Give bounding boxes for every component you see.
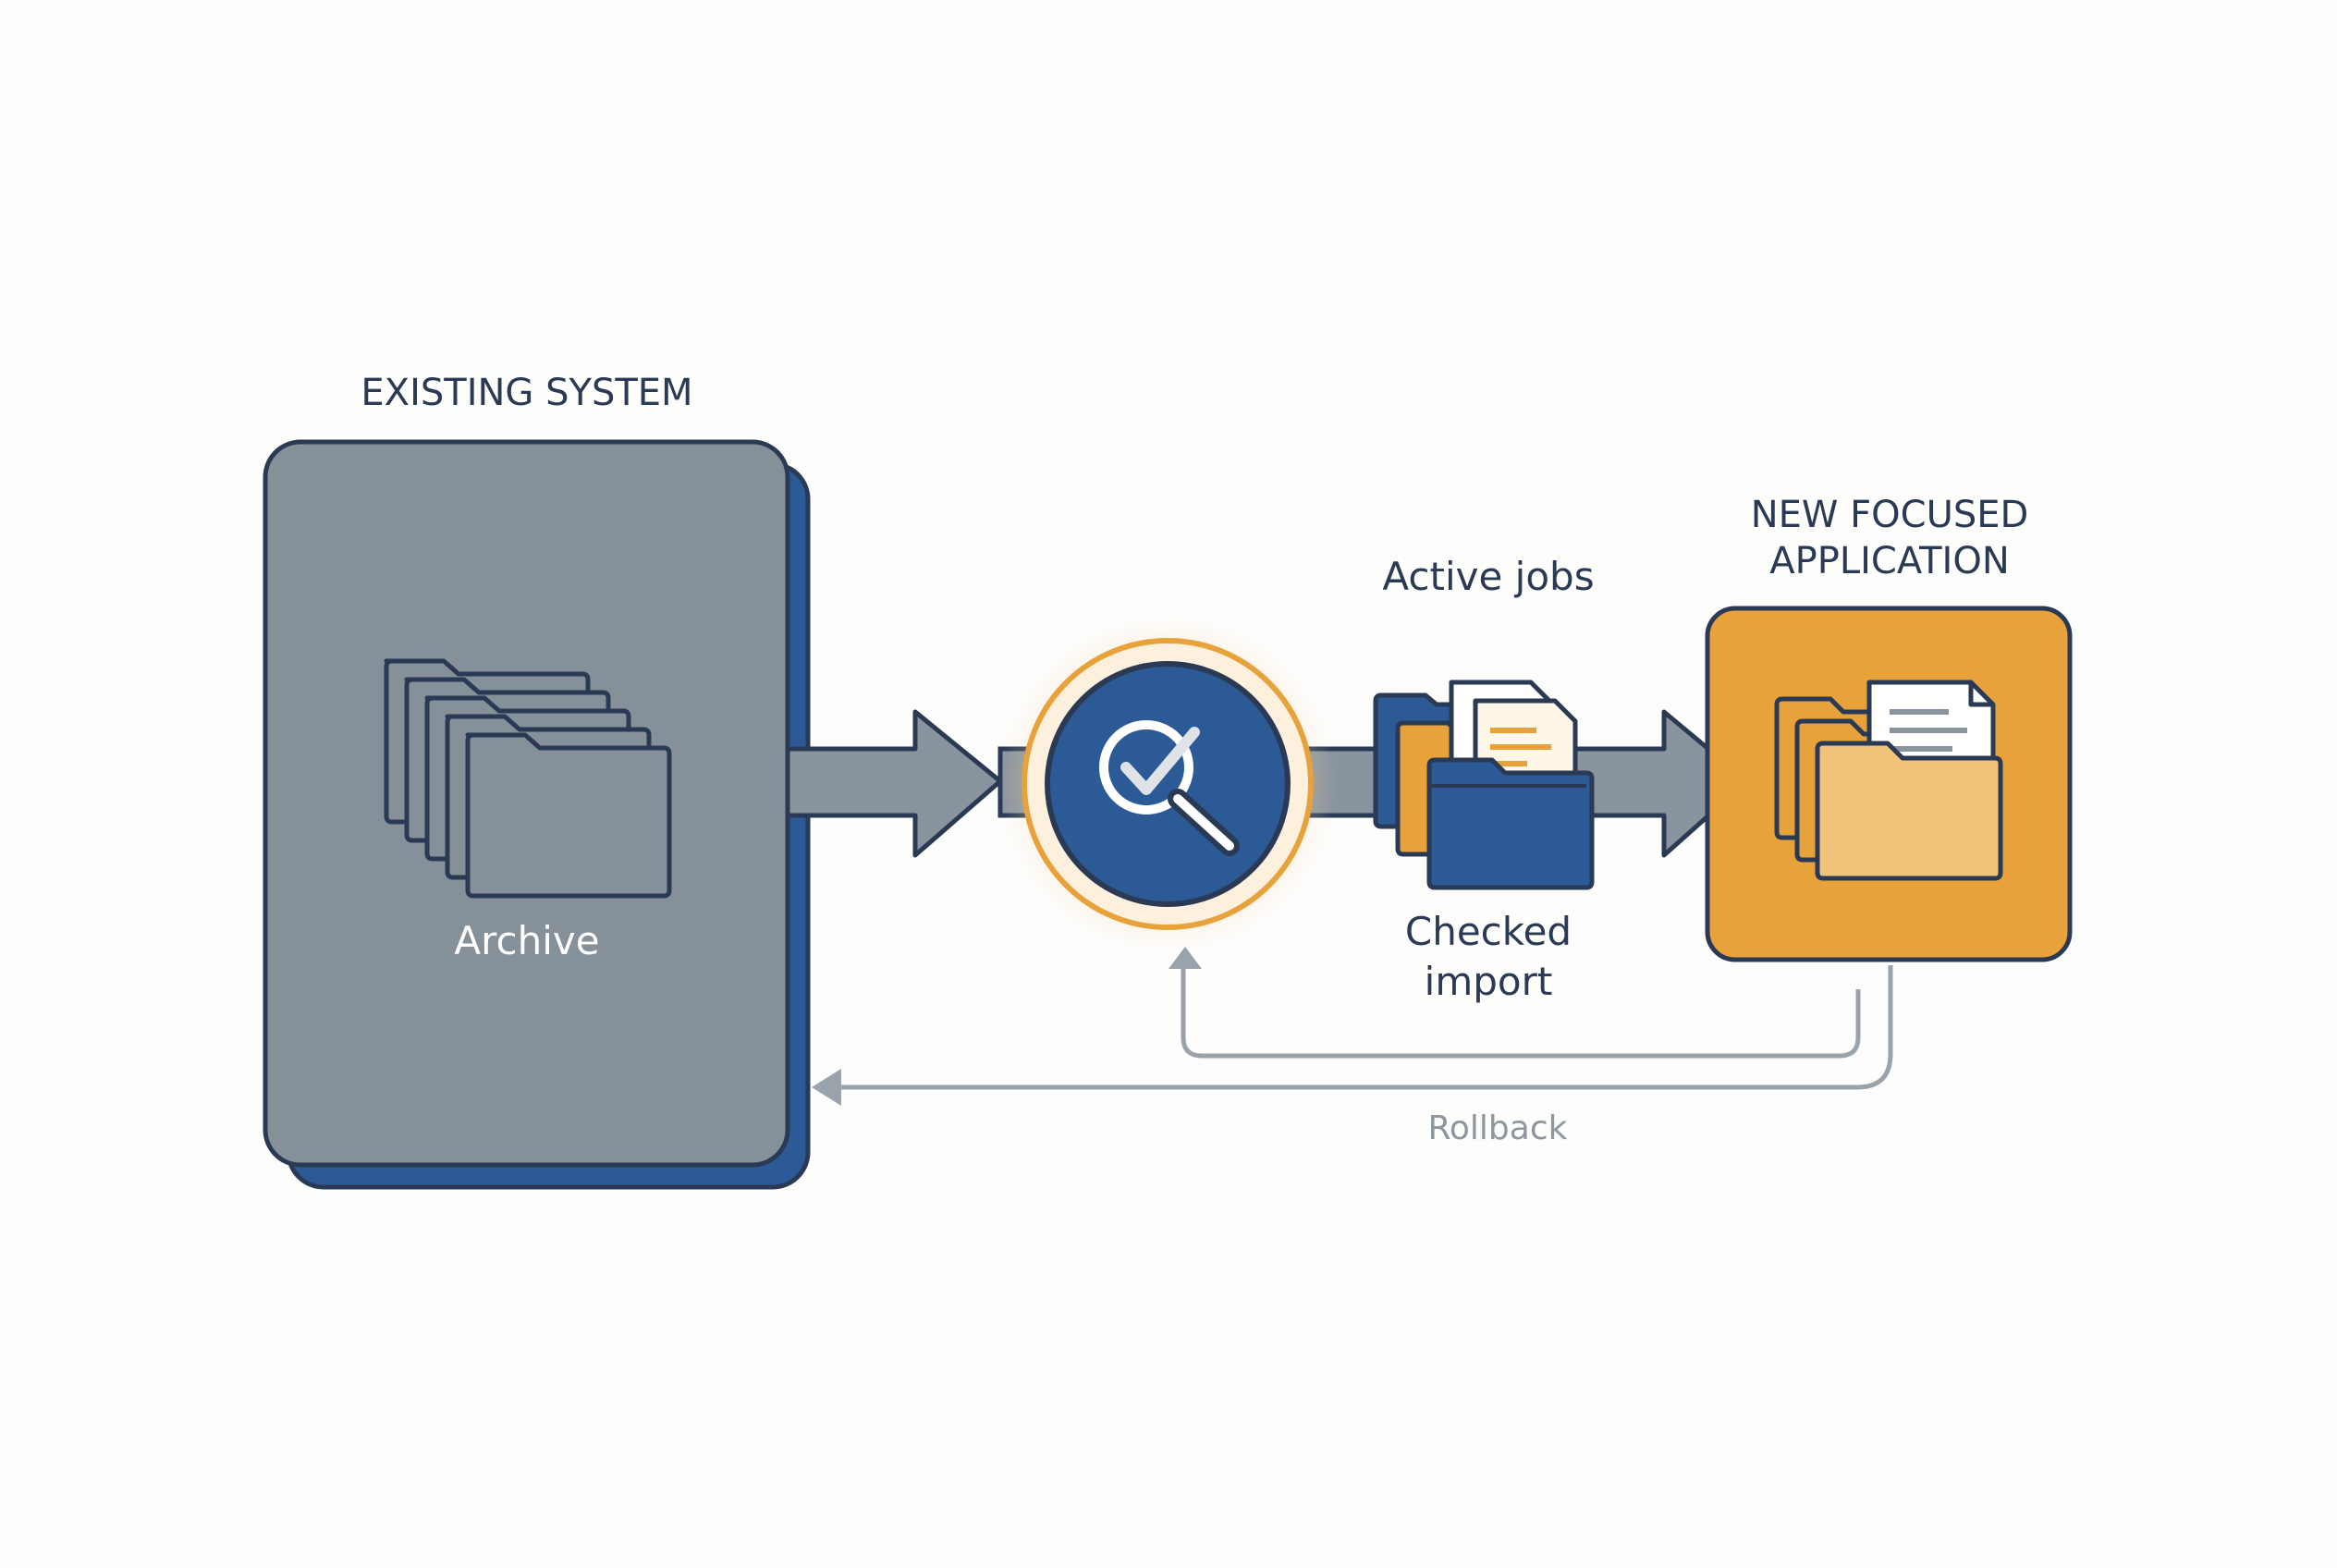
arrow-left-icon	[812, 1069, 841, 1106]
folder-stack-icon	[384, 658, 672, 899]
rollback-label: Rollback	[1428, 1109, 1568, 1147]
existing-system-title: EXISTING SYSTEM	[361, 372, 692, 414]
archive-label: Archive	[454, 918, 599, 963]
rollback-outer-line	[835, 965, 1893, 1090]
document-folders-icon	[1373, 680, 1595, 890]
new-app-title-line2: APPLICATION	[1769, 540, 2010, 582]
active-jobs-label: Active jobs	[1382, 554, 1594, 599]
checked-import-label-line2: import	[1425, 959, 1553, 1004]
flow-arrow-to-check	[785, 709, 1003, 858]
document-folder-icon	[1774, 680, 2003, 881]
magnifier-check-icon	[999, 616, 1336, 952]
new-app-title-line1: NEW FOCUSED	[1751, 494, 2029, 536]
rollback-inner-line	[1168, 947, 1861, 1059]
checked-import-label-line1: Checked	[1405, 909, 1572, 954]
